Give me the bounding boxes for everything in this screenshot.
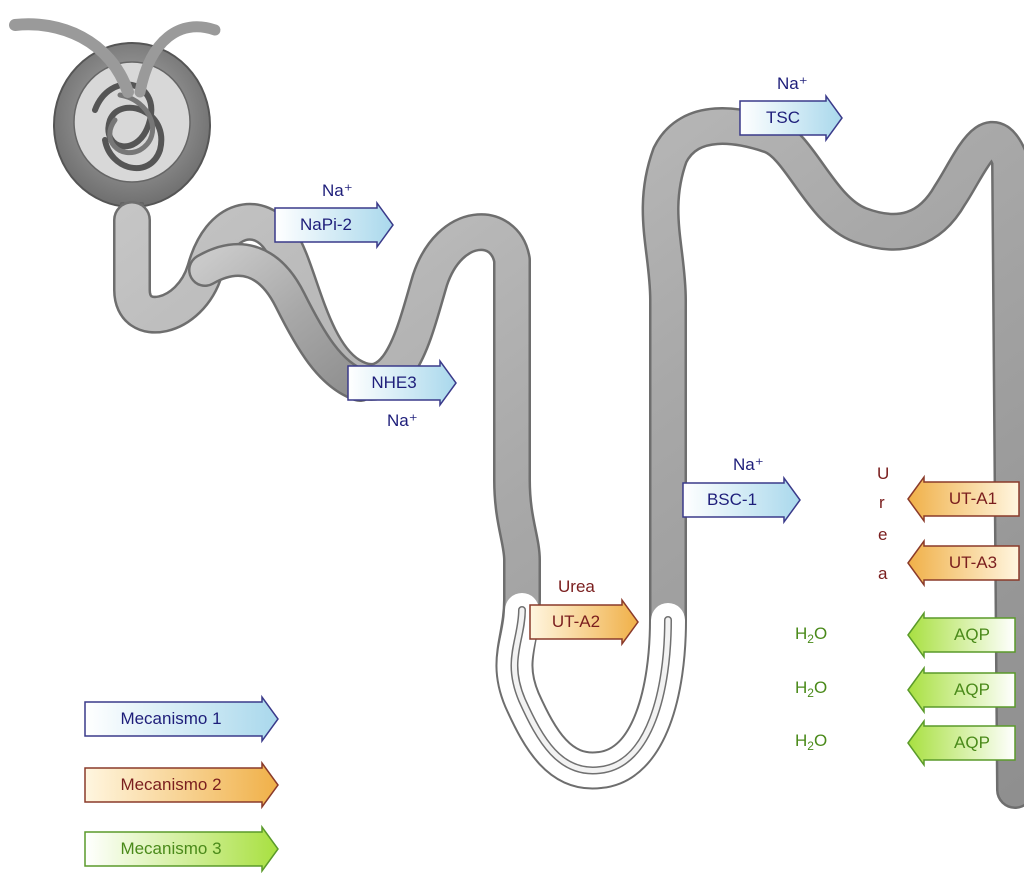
uta3-transporter: UT-A3 <box>907 538 1020 588</box>
legend-mechanism-3-label: Mecanismo 3 <box>120 839 222 858</box>
urea-vertical-u: U <box>877 464 890 483</box>
transporter-arrow-shape <box>682 475 801 525</box>
urea-label-uta2: Urea <box>558 577 595 596</box>
aqp-transporter-2: AQP <box>907 665 1016 715</box>
transporter-arrow-shape <box>907 474 1020 524</box>
tubule <box>113 107 1024 809</box>
transporter-arrow-shape <box>274 200 394 250</box>
transporter-arrow-shape <box>907 538 1020 588</box>
transporter-arrow-shape <box>84 760 279 810</box>
h2o-label-3: H2O <box>795 731 828 753</box>
aqp-label-2: AQP <box>954 680 990 699</box>
uta1-label: UT-A1 <box>948 489 998 508</box>
aqp-transporter-1: AQP <box>907 610 1016 660</box>
uta1-transporter: UT-A1 <box>907 474 1020 524</box>
transporter-arrow-shape <box>529 597 639 647</box>
nhe3-label: NHE3 <box>371 373 417 392</box>
nhe3-transporter: NHE3 <box>347 358 457 408</box>
legend-mechanism-1-label: Mecanismo 1 <box>120 709 222 728</box>
aqp-label-1: AQP <box>954 625 990 644</box>
transporter-arrow-shape <box>347 358 457 408</box>
napi2-transporter: NaPi-2 <box>274 200 394 250</box>
bsc1-label: BSC-1 <box>706 490 758 509</box>
na-label-napi2: Na⁺ <box>322 181 353 200</box>
transporter-arrow-shape <box>739 93 843 143</box>
urea-vertical-e: e <box>878 525 888 544</box>
h2o-label-2: H2O <box>795 678 828 700</box>
transporter-arrow-shape <box>907 665 1016 715</box>
uta2-transporter: UT-A2 <box>529 597 639 647</box>
transporter-arrow-shape <box>84 824 279 873</box>
na-label-bsc1: Na⁺ <box>733 455 764 474</box>
tsc-transporter: TSC <box>739 93 843 143</box>
legend-mechanism-2: Mecanismo 2 <box>84 760 279 810</box>
aqp-label-3: AQP <box>954 733 990 752</box>
h2o-label-1: H2O <box>795 624 828 646</box>
uta3-label: UT-A3 <box>948 553 998 572</box>
aqp-transporter-3: AQP <box>907 718 1016 768</box>
bsc1-transporter: BSC-1 <box>682 475 801 525</box>
napi2-label: NaPi-2 <box>300 215 352 234</box>
legend-mechanism-3: Mecanismo 3 <box>84 824 279 873</box>
urea-vertical-a: a <box>878 564 888 583</box>
legend-mechanism-1: Mecanismo 1 <box>84 694 279 744</box>
transporter-arrow-shape <box>907 610 1016 660</box>
transporter-arrow-shape <box>907 718 1016 768</box>
glomerulus <box>9 18 221 224</box>
na-label-nhe3: Na⁺ <box>387 411 418 430</box>
uta2-label: UT-A2 <box>551 612 601 631</box>
transporter-arrow-shape <box>84 694 279 744</box>
urea-vertical-r: r <box>879 493 885 512</box>
tsc-label: TSC <box>766 108 800 127</box>
legend-mechanism-2-label: Mecanismo 2 <box>120 775 222 794</box>
na-label-tsc: Na⁺ <box>777 74 808 93</box>
